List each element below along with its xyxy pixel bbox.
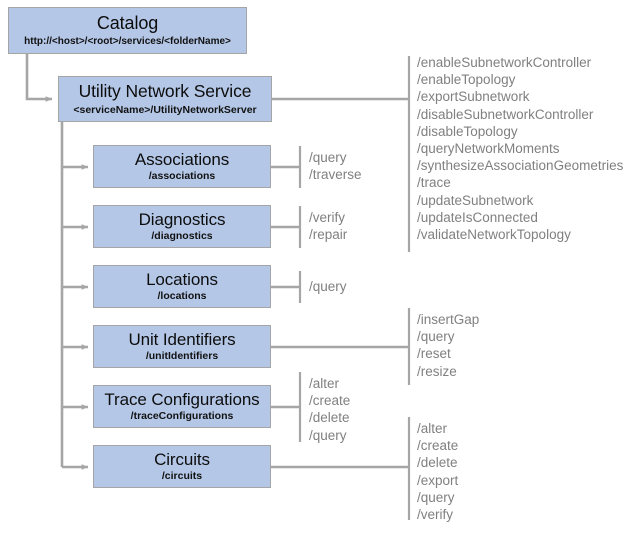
operation-item: /export (417, 472, 459, 488)
operations-circuits: /alter/create/delete/export/query/verify (417, 420, 458, 523)
operation-item: /create (417, 438, 459, 454)
node-circuits-title: Circuits (154, 449, 210, 469)
operation-item: /query (417, 489, 455, 505)
operation-item: /disableTopology (417, 123, 518, 139)
node-trace-configurations-path: /traceConfigurations (130, 410, 234, 423)
node-trace-configurations-title: Trace Configurations (104, 389, 260, 409)
operation-item: /enableTopology (417, 72, 516, 88)
operation-item: /updateIsConnected (417, 209, 538, 225)
node-diagnostics-path: /diagnostics (151, 230, 213, 243)
node-associations-path: /associations (148, 170, 216, 183)
node-unit-identifiers-path: /unitIdentifiers (145, 350, 219, 363)
operation-item: /enableSubnetworkController (417, 55, 592, 70)
node-unit-identifiers-title: Unit Identifiers (128, 329, 236, 349)
operation-item: /insertGap (417, 312, 480, 327)
operations-trace-configurations: /alter/create/delete/query (309, 375, 350, 444)
operation-item: /reset (417, 346, 451, 362)
operation-item: /delete (309, 410, 350, 426)
operation-item: /delete (417, 455, 458, 471)
node-utility-network-service-title: Utility Network Service (78, 81, 252, 102)
node-associations[interactable]: Associations /associations (93, 145, 271, 188)
node-trace-configurations[interactable]: Trace Configurations /traceConfiguration… (93, 385, 271, 428)
operation-item: /alter (417, 421, 448, 436)
node-utility-network-service-path: <serviceName>/UtilityNetworkServer (73, 103, 257, 116)
operation-item: /query (309, 150, 347, 165)
operation-item: /verify (309, 210, 346, 225)
node-catalog[interactable]: Catalog http://<host>/<root>/services/<f… (8, 7, 247, 54)
operation-item: /repair (309, 227, 348, 243)
node-catalog-path: http://<host>/<root>/services/<folderNam… (24, 35, 231, 47)
operation-item: /query (417, 329, 455, 345)
operations-utility-network-service: /enableSubnetworkController/enableTopolo… (417, 54, 623, 243)
operations-locations: /query (309, 278, 347, 295)
operation-item: /validateNetworkTopology (417, 227, 571, 243)
node-catalog-title: Catalog (96, 12, 159, 33)
node-utility-network-service[interactable]: Utility Network Service <serviceName>/Ut… (58, 76, 272, 122)
operation-item: /verify (417, 507, 454, 523)
node-diagnostics-title: Diagnostics (138, 209, 226, 229)
node-locations-path: /locations (157, 290, 207, 303)
node-locations-title: Locations (146, 269, 218, 289)
operation-item: /create (309, 393, 351, 409)
node-diagnostics[interactable]: Diagnostics /diagnostics (93, 205, 271, 248)
operations-unit-identifiers: /insertGap/query/reset/resize (417, 311, 479, 380)
operation-item: /disableSubnetworkController (417, 106, 594, 122)
node-unit-identifiers[interactable]: Unit Identifiers /unitIdentifiers (93, 325, 271, 368)
operation-item: /query (309, 279, 347, 294)
node-locations[interactable]: Locations /locations (93, 265, 271, 308)
operation-item: /updateSubnetwork (417, 192, 534, 208)
operation-item: /alter (309, 376, 340, 391)
node-associations-title: Associations (134, 149, 230, 169)
operation-item: /exportSubnetwork (417, 89, 530, 105)
operations-associations: /query/traverse (309, 149, 362, 183)
node-circuits-path: /circuits (161, 470, 203, 483)
operation-item: /trace (417, 175, 451, 191)
connector-catalog-to-service (25, 54, 53, 102)
operation-item: /traverse (309, 167, 362, 183)
operation-item: /query (309, 427, 347, 443)
operation-item: /resize (417, 363, 457, 379)
operation-item: /queryNetworkMoments (417, 141, 560, 157)
operations-diagnostics: /verify/repair (309, 209, 347, 243)
operation-item: /synthesizeAssociationGeometries (417, 158, 624, 174)
node-circuits[interactable]: Circuits /circuits (93, 445, 271, 488)
